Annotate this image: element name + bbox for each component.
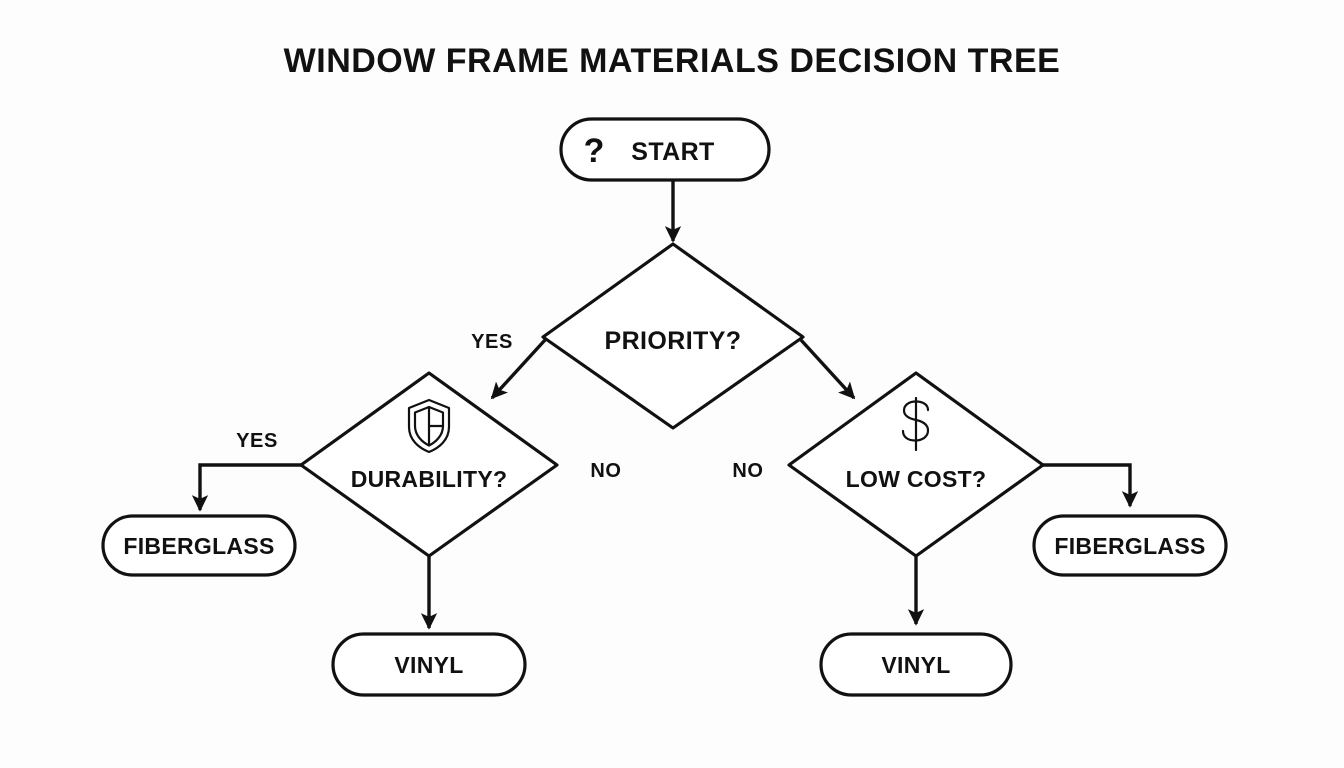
edge-durability-yes-to-fiberglass — [191, 463, 301, 512]
edge-label-yes-priority: YES — [471, 331, 513, 353]
vinyl-left-label: VINYL — [394, 652, 463, 678]
fiberglass-right-label: FIBERGLASS — [1054, 533, 1205, 559]
edge-label-no-lowcost: NO — [732, 460, 763, 482]
page-title: WINDOW FRAME MATERIALS DECISION TREE — [284, 42, 1061, 80]
lowcost-diamond-shape — [787, 371, 1045, 558]
node-fiberglass-left[interactable]: FIBERGLASS — [101, 514, 297, 577]
vinyl-right-label: VINYL — [881, 652, 950, 678]
lowcost-label: LOW COST? — [846, 466, 987, 492]
edge-lowcost-to-fiberglass — [1043, 463, 1139, 508]
vinyl-left-pill-shape — [331, 632, 527, 697]
dollar-icon — [901, 396, 930, 452]
vinyl-right-pill-shape — [819, 632, 1013, 697]
fiberglass-left-pill-shape — [101, 514, 297, 577]
edge-label-yes-durability: YES — [236, 430, 278, 452]
question-mark-icon: ? — [584, 132, 605, 170]
node-priority[interactable]: PRIORITY? — [541, 242, 805, 430]
durability-label: DURABILITY? — [351, 466, 508, 492]
edge-label-no-priority: NO — [590, 460, 621, 482]
priority-diamond-shape — [541, 242, 805, 430]
node-fiberglass-right[interactable]: FIBERGLASS — [1032, 514, 1228, 577]
shield-icon — [407, 398, 451, 454]
edge-priority-yes-to-durability — [490, 338, 547, 400]
start-pill-shape — [559, 117, 771, 182]
node-durability[interactable]: DURABILITY? — [299, 371, 559, 558]
node-start[interactable]: ? START — [559, 117, 771, 182]
node-vinyl-right[interactable]: VINYL — [819, 632, 1013, 697]
node-lowcost[interactable]: LOW COST? — [787, 371, 1045, 558]
fiberglass-right-pill-shape — [1032, 514, 1228, 577]
priority-label: PRIORITY? — [605, 327, 742, 355]
durability-diamond-shape — [299, 371, 559, 558]
fiberglass-left-label: FIBERGLASS — [123, 533, 274, 559]
edge-priority-no-to-lowcost — [799, 338, 856, 400]
start-label: START — [631, 138, 714, 166]
node-vinyl-left[interactable]: VINYL — [331, 632, 527, 697]
